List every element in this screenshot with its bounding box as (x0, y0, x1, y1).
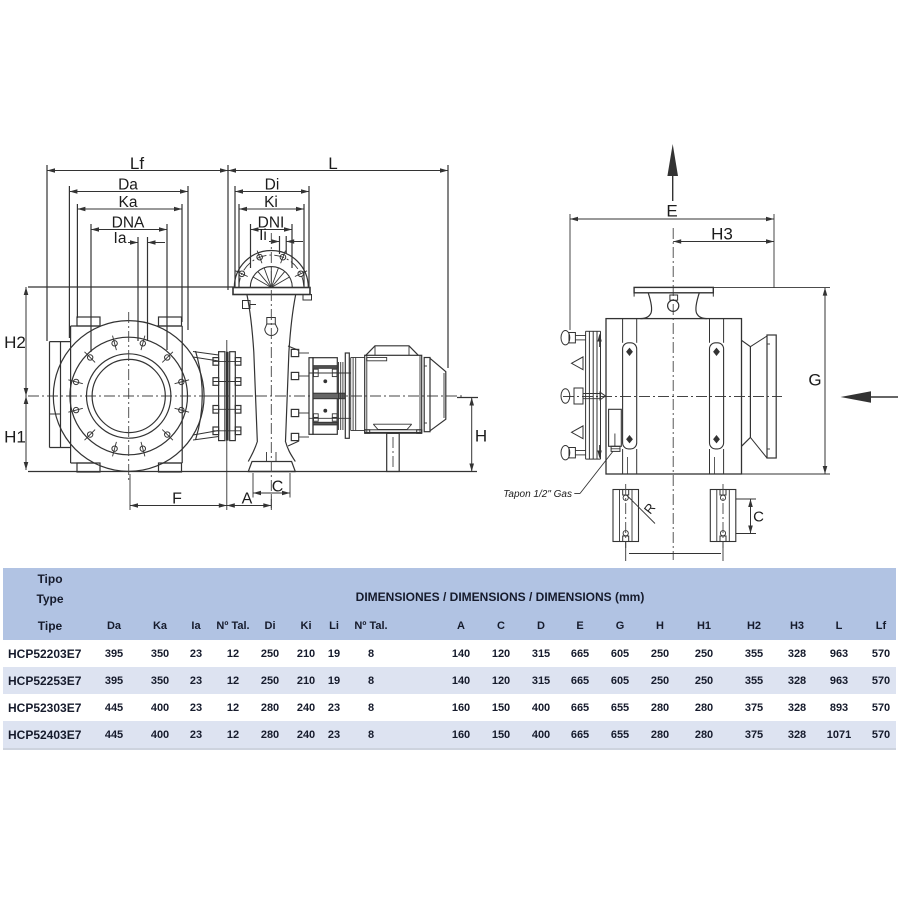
svg-text:DNI: DNI (258, 215, 285, 232)
svg-text:Lf: Lf (130, 154, 144, 173)
svg-text:F: F (172, 491, 182, 508)
svg-text:Di: Di (265, 177, 280, 194)
svg-text:Ia: Ia (114, 230, 127, 247)
svg-text:C: C (272, 479, 284, 496)
svg-text:H2: H2 (4, 333, 26, 352)
svg-text:Ii: Ii (259, 227, 267, 244)
svg-text:R: R (641, 500, 659, 517)
svg-text:G: G (808, 371, 821, 390)
svg-text:H1: H1 (4, 428, 26, 447)
svg-text:DNA: DNA (112, 215, 145, 232)
svg-text:H: H (475, 427, 487, 446)
svg-text:A: A (242, 491, 253, 508)
svg-text:L: L (328, 154, 337, 173)
svg-text:C: C (753, 509, 764, 526)
svg-text:Ki: Ki (264, 194, 278, 211)
svg-text:E: E (666, 202, 677, 221)
svg-text:Da: Da (118, 177, 138, 194)
svg-text:H3: H3 (711, 225, 733, 244)
svg-text:Tapon 1/2" Gas: Tapon 1/2" Gas (503, 489, 572, 500)
svg-text:Ka: Ka (119, 194, 138, 211)
